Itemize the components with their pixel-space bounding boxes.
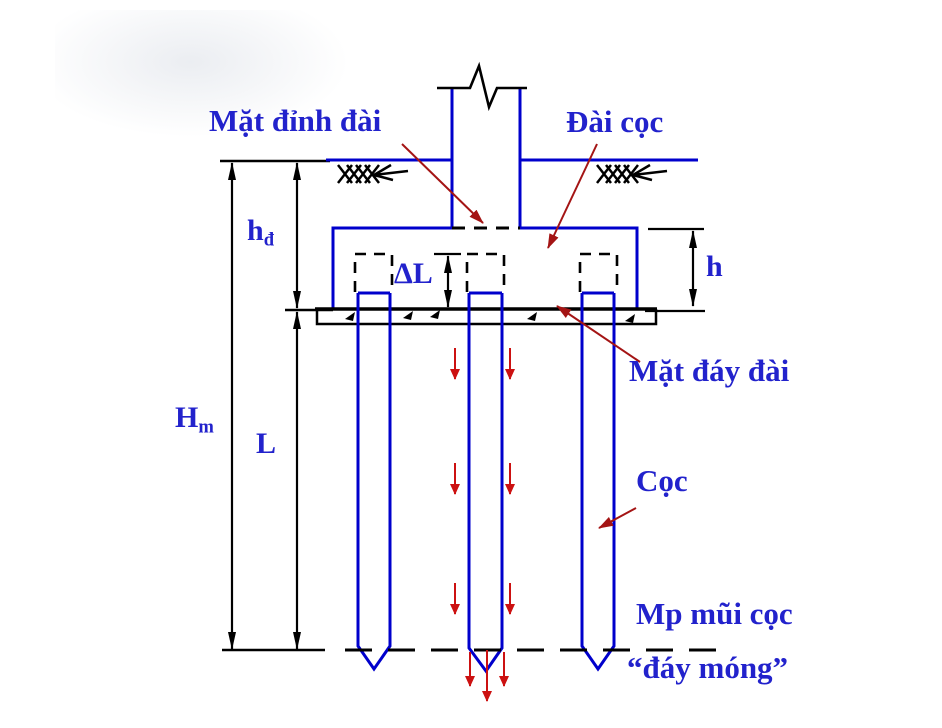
tip-resistance-arrows [465, 650, 509, 702]
label-dim-h: h [706, 250, 723, 283]
label-pile-cap: Đài cọc [566, 104, 664, 139]
pile-middle [467, 291, 504, 674]
label-cap-bottom-surface: Mặt đáy đài [629, 353, 790, 388]
piles [356, 291, 616, 674]
leader-cap-top-surface [401, 143, 484, 224]
pile-right [580, 291, 616, 672]
pile-left [356, 291, 392, 672]
label-foundation-bottom: “đáy móng” [627, 650, 789, 685]
label-dim-delta-l: ΔL [394, 257, 433, 290]
leader-cap-bottom-surface [556, 305, 641, 363]
dim-cap-height-h [645, 227, 705, 313]
pile-cap-outline [315, 226, 657, 311]
leader-arrows [401, 143, 641, 529]
ground-line [220, 158, 698, 185]
leader-pile-cap [547, 143, 598, 249]
label-pile: Cọc [636, 463, 688, 498]
label-pile-tip-plane: Mp mũi cọc [636, 596, 793, 631]
label-dim-l: L [256, 427, 277, 460]
column [437, 61, 527, 228]
ground-hatch-right [595, 163, 669, 185]
label-dim-hd: hđ [247, 214, 275, 251]
lean-concrete-layer [315, 309, 658, 326]
label-dim-hm: Hm [175, 401, 214, 438]
dim-pile-length-L [285, 308, 333, 650]
friction-force-arrows [450, 348, 515, 615]
ground-hatch-left [336, 163, 410, 185]
leader-pile [598, 507, 637, 529]
label-cap-top-surface: Mặt đỉnh đài [209, 103, 382, 138]
dim-pile-embedment-dL [434, 252, 461, 308]
column-break-line [437, 61, 527, 112]
pile-head-hidden-edges [353, 252, 619, 292]
